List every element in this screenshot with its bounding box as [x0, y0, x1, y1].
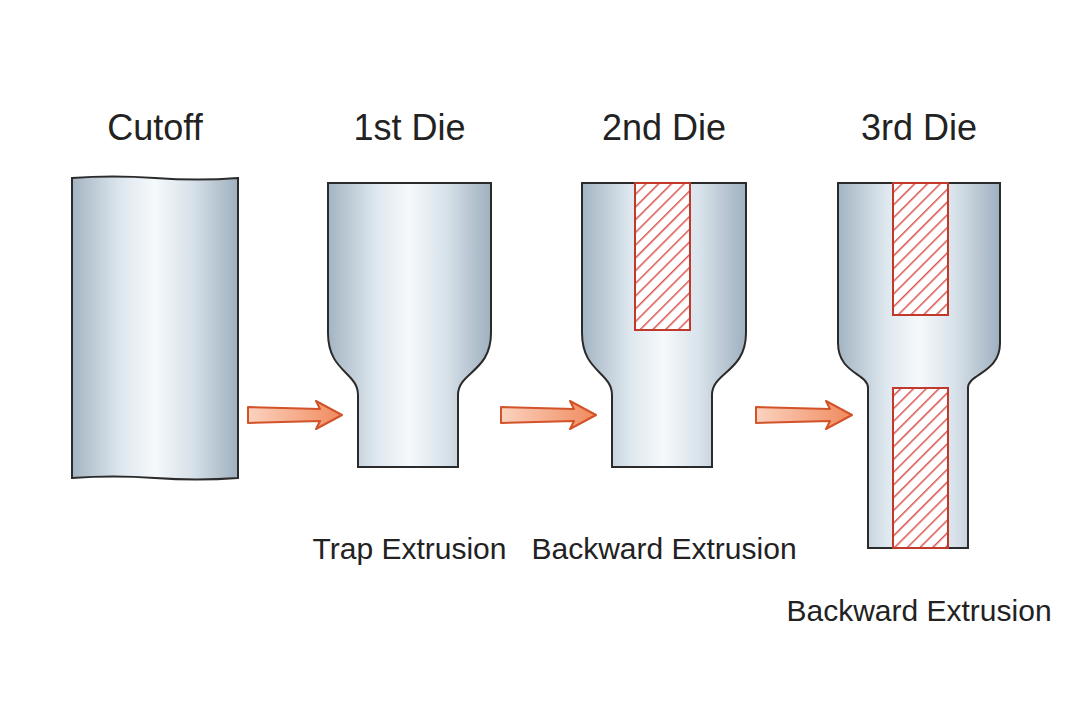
trap-extruded-part: 1st DieTrap Extrusion	[328, 183, 491, 467]
backward-extruded-part: 2nd DieBackward Extrusion	[582, 183, 746, 467]
stage-heading: 2nd Die	[602, 106, 726, 149]
process-caption: Backward Extrusion	[786, 593, 1051, 629]
part-outline	[328, 183, 491, 467]
cutoff-slug: Cutoff	[72, 178, 238, 478]
stage-heading: 1st Die	[353, 106, 465, 149]
process-arrow	[501, 401, 596, 429]
process-arrow	[248, 401, 342, 429]
process-caption: Trap Extrusion	[313, 531, 507, 567]
stage-heading: 3rd Die	[861, 106, 977, 149]
stage-heading: Cutoff	[107, 106, 202, 149]
backward-extruded-part: 3rd DieBackward Extrusion	[838, 183, 1000, 548]
part-outline	[838, 183, 1000, 548]
process-caption: Backward Extrusion	[531, 531, 796, 567]
part-outline	[72, 178, 238, 478]
part-outline	[582, 183, 746, 467]
process-arrow	[756, 401, 852, 429]
